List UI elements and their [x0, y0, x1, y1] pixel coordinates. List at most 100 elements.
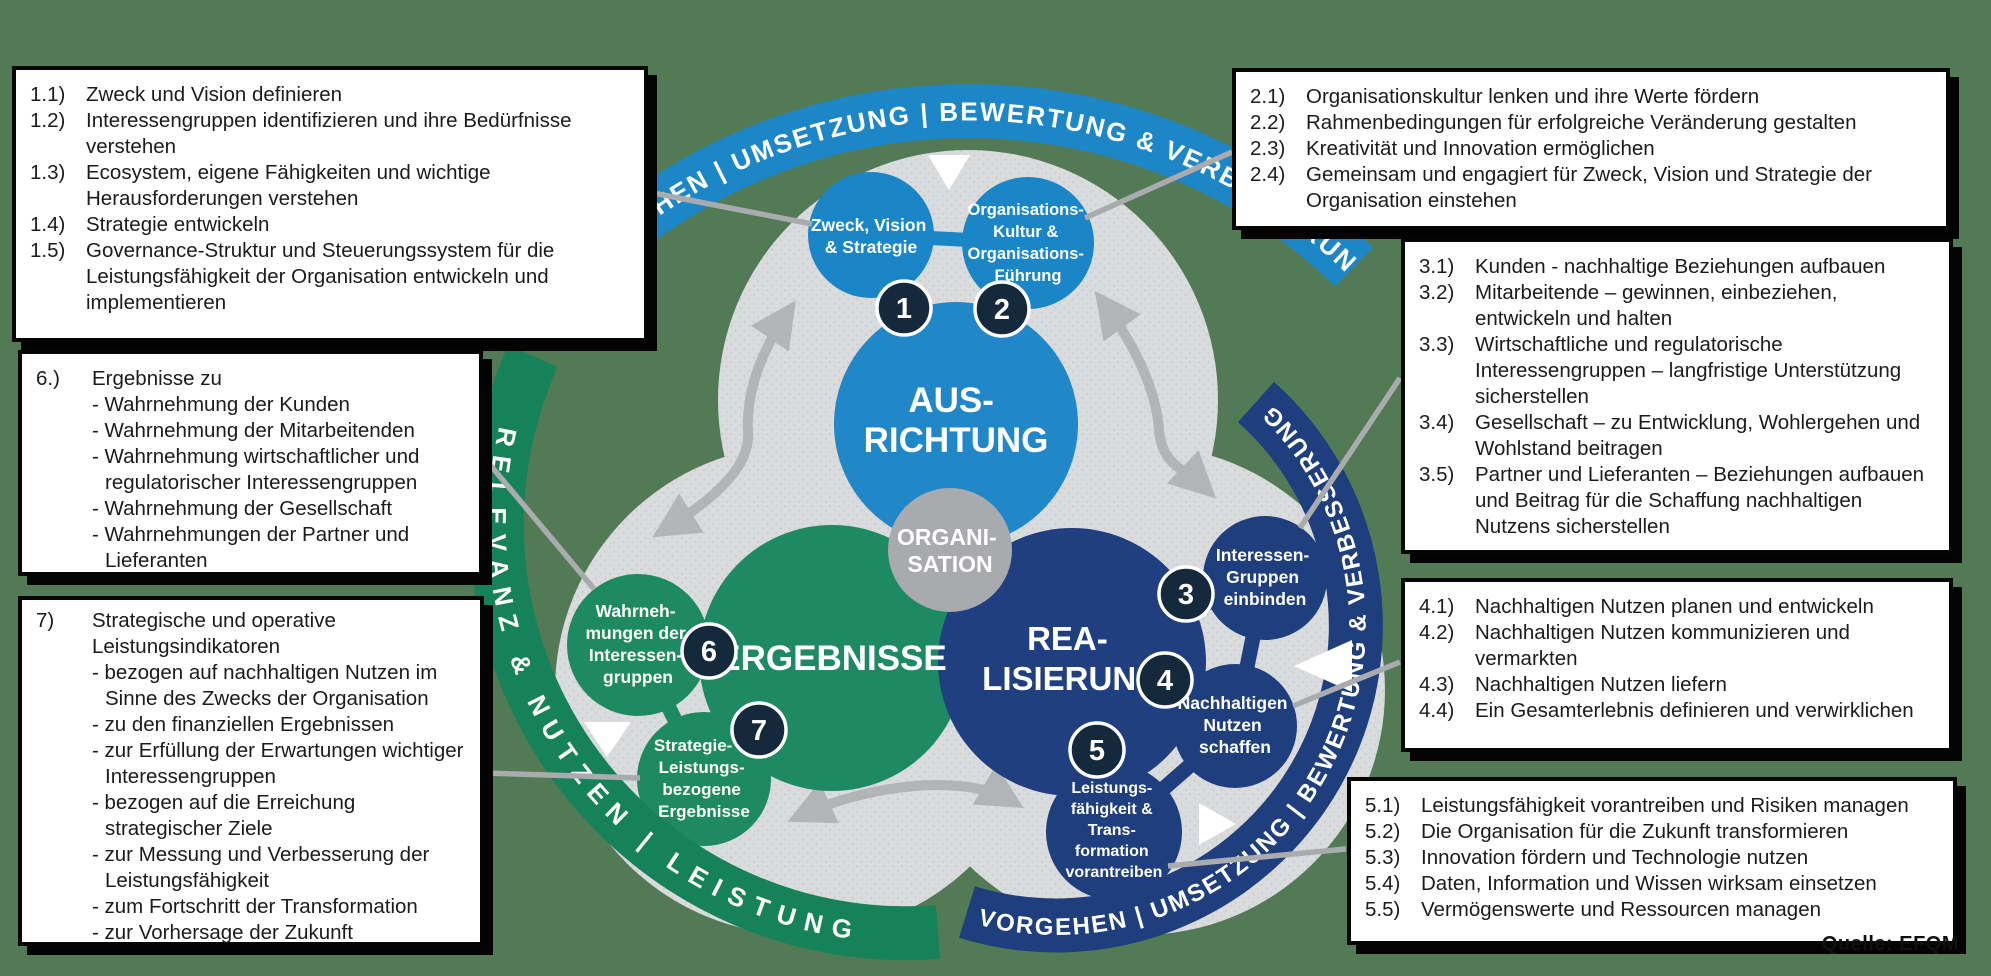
item-text: Kreativität und Innovation ermöglichen	[1306, 137, 1655, 160]
callout-item: - zum Fortschritt der Transformation	[36, 894, 464, 920]
item-number: 2.3)	[1250, 137, 1286, 160]
badge-4-number: 4	[1157, 665, 1173, 697]
callout-item: 4.1) Nachhaltigen Nutzen planen und entwi…	[1419, 594, 1933, 620]
satellite-4-label: Nachhaltigen Nutzen schaffen	[1178, 693, 1293, 757]
arc-bottom-right-band	[959, 381, 1383, 953]
item-text: - Wahrnehmung der Kunden	[92, 393, 350, 416]
item-number: 3.2)	[1419, 281, 1455, 304]
badge-7-number: 7	[751, 715, 767, 747]
callout-item: 5.5)Vermögenswerte und Ressourcen manage…	[1365, 897, 1937, 923]
callout-item: 5.4)Daten, Information und Wissen wirksa…	[1365, 871, 1937, 897]
item-text: Governance-Struktur und Steuerungssystem…	[86, 239, 555, 314]
callout-box-1: 1.1)Zweck und Vision definieren 1.2)Inte…	[12, 66, 648, 342]
callout-item: - Wahrnehmung der Kunden	[36, 392, 463, 418]
callout-box-4: 4.1) Nachhaltigen Nutzen planen und entwi…	[1401, 578, 1953, 752]
hub-realisierung-label: REA- LISIERUNG	[982, 620, 1162, 697]
callout-item: 2.2)Rahmenbedingungen für erfolgreiche V…	[1250, 110, 1930, 136]
flow-arrow-icon	[787, 764, 1024, 824]
callout-item: 3.2)Mitarbeitende – gewinnen, einbeziehe…	[1419, 280, 1933, 332]
callout-connector-line	[1083, 149, 1234, 221]
callout-item: 2.3) Kreativität und Innovation ermöglich…	[1250, 136, 1930, 162]
item-text: Gesellschaft – zu Entwicklung, Wohlergeh…	[1475, 411, 1921, 460]
badge-5-number: 5	[1089, 735, 1105, 767]
item-text: Strategische und operative Leistungsindi…	[92, 609, 336, 658]
callout-connector-line	[1291, 659, 1402, 709]
item-text: Vermögenswerte und Ressourcen managen	[1421, 898, 1821, 921]
flow-arrow-icon	[1094, 290, 1216, 499]
arc-left-band	[469, 344, 941, 961]
badge-6-number: 6	[701, 636, 717, 668]
satellite-2-label: Organisations- Kultur & Organisations- F…	[967, 201, 1088, 285]
item-number: 4.2)	[1419, 621, 1455, 644]
badge-7-circle	[730, 701, 788, 759]
triangle-down-icon	[584, 722, 631, 757]
satellite-6-circle	[567, 574, 709, 716]
item-number: 1.1)	[30, 83, 66, 106]
badge-2-circle	[973, 280, 1031, 338]
triangle-down-icon	[928, 155, 970, 190]
hub-line: SATION	[907, 551, 992, 577]
satellite-1-circle	[808, 172, 934, 298]
item-text: Nachhaltigen Nutzen planen und entwickel…	[1475, 595, 1874, 618]
satellite-3-circle	[1203, 516, 1327, 640]
hub-line: RICHTUNG	[864, 421, 1049, 460]
callout-item: 4.4) Ein Gesamterlebnis definieren und ve…	[1419, 698, 1933, 724]
satellite-1-label: Zweck, Vision & Strategie	[811, 215, 931, 257]
item-text: - zum Fortschritt der Transformation	[92, 895, 418, 918]
item-text: Daten, Information und Wissen wirksam ei…	[1421, 872, 1877, 895]
item-text: Ein Gesamterlebnis definieren und verwir…	[1475, 699, 1914, 722]
badge-numbers: 1 2 3 4 5 6 7	[701, 293, 1194, 767]
callout-box-6: 6.)Ergebnisse zu - Wahrnehmung der Kunde…	[18, 350, 483, 576]
item-number: 6.)	[36, 367, 60, 390]
callout-item: 5.2)Die Organisation für die Zukunft tra…	[1365, 819, 1937, 845]
item-number: 3.3)	[1419, 333, 1455, 356]
satellite-3-label: Interessen- Gruppen einbinden	[1216, 545, 1314, 609]
item-text: - Wahrnehmung der Gesellschaft	[92, 497, 393, 520]
item-number: 4.4)	[1419, 699, 1455, 722]
item-text: - Wahrnehmungen der Partner und Lieferan…	[92, 523, 410, 572]
triangle-right-icon	[1199, 803, 1236, 845]
hub-realisierung-circle	[938, 528, 1206, 796]
item-number: 1.5)	[30, 239, 66, 262]
circulation-arrows	[652, 290, 1216, 824]
item-text: Organisationskultur lenken und ihre Wert…	[1306, 85, 1760, 108]
item-number: 4.1)	[1419, 595, 1455, 618]
item-text: Nachhaltigen Nutzen liefern	[1475, 673, 1727, 696]
item-text: Strategie entwickeln	[86, 213, 270, 236]
badge-3-circle	[1157, 565, 1215, 623]
item-number: 3.5)	[1419, 463, 1455, 486]
item-text: Leistungsfähigkeit vorantreiben und Risi…	[1421, 794, 1909, 817]
hub-line: REA-	[1027, 620, 1108, 657]
callout-item: - zur Erfüllung der Erwartungen wichtige…	[36, 738, 464, 790]
flow-arrow-icon	[652, 300, 796, 538]
callout-item: 1.1)Zweck und Vision definieren	[30, 82, 628, 108]
callout-item: 3.1)Kunden - nachhaltige Beziehungen auf…	[1419, 254, 1933, 280]
item-number: 5.1)	[1365, 794, 1401, 817]
callout-item: - zu den finanziellen Ergebnissen	[36, 712, 464, 738]
callout-item: - Wahrnehmung der Gesellschaft	[36, 496, 463, 522]
callout-item: 4.2)Nachhaltigen Nutzen kommunizieren un…	[1419, 620, 1933, 672]
item-text: Interessengruppen identifizieren und ihr…	[86, 109, 572, 158]
callout-item: 2.4)Gemeinsam und engagiert für Zweck, V…	[1250, 162, 1930, 214]
hub-organisation-label: ORGANI- SATION	[897, 524, 1003, 577]
callout-item: 1.2)Interessengruppen identifizieren und…	[30, 108, 628, 160]
callout-connector-line	[485, 770, 641, 781]
item-text: - bezogen auf nachhaltigen Nutzen im Sin…	[92, 661, 438, 710]
callout-item: - zur Messung und Verbesserung der Leist…	[36, 842, 464, 894]
callout-item: 1.5) Governance-Struktur und Steuerungssy…	[30, 238, 628, 316]
item-number: 2.1)	[1250, 85, 1286, 108]
callout-item: - Wahrnehmungen der Partner und Lieferan…	[36, 522, 463, 574]
hub-organisation-circle	[888, 488, 1012, 612]
callout-item: - bezogen auf nachhaltigen Nutzen im Sin…	[36, 660, 464, 712]
badge-2-number: 2	[994, 294, 1010, 326]
item-number: 1.3)	[30, 161, 66, 184]
callout-box-7: 7)Strategische und operative Leistungsin…	[18, 596, 484, 946]
badge-1-circle	[875, 279, 933, 337]
item-number: 2.2)	[1250, 111, 1286, 134]
item-text: - Wahrnehmung der Mitarbeitenden	[92, 419, 415, 442]
item-text: Partner und Lieferanten – Beziehungen au…	[1475, 463, 1925, 538]
item-text: Wirtschaftliche und regulatorische Inter…	[1475, 333, 1902, 408]
callout-connector-line	[647, 189, 813, 227]
callout-item: - Wahrnehmung der Mitarbeitenden	[36, 418, 463, 444]
callout-item: 6.)Ergebnisse zu	[36, 366, 463, 392]
